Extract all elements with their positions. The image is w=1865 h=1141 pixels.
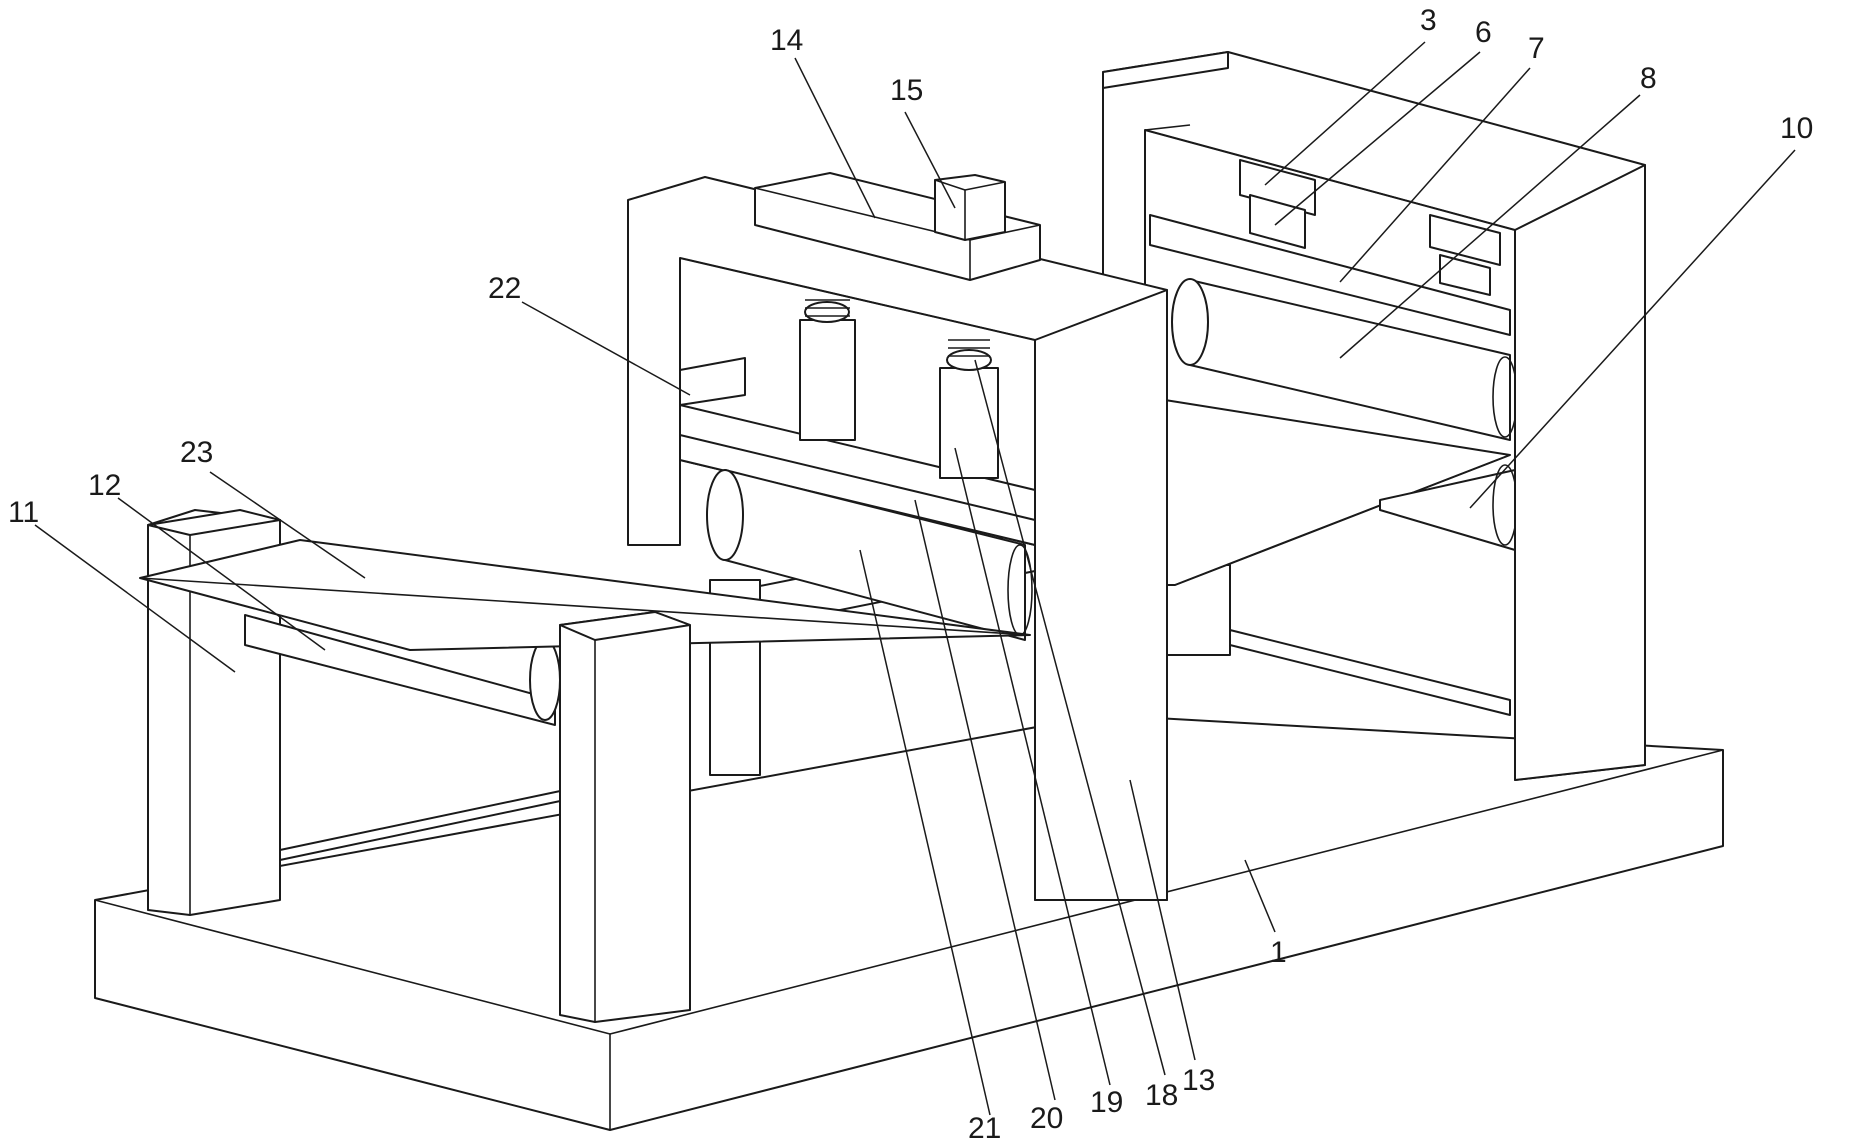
label-15: 15 [890,74,923,107]
label-19: 19 [1090,1086,1123,1119]
label-8: 8 [1640,62,1657,95]
leader-22 [521,301,691,396]
leader-12 [117,497,326,651]
part-labels: 1 3 6 7 8 10 11 12 13 14 15 18 19 20 21 … [8,4,1813,1141]
label-21: 21 [968,1112,1001,1141]
leader-1 [1244,859,1276,933]
middle-frame [627,172,1168,901]
leader-8 [1339,94,1641,359]
leader-3 [1264,41,1426,186]
left-stand [139,509,1031,1023]
label-12: 12 [88,469,121,502]
label-10: 10 [1780,112,1813,145]
leader-18 [974,359,1166,1076]
base-plate [94,714,1724,1131]
leader-lines [34,41,1796,1116]
leader-23 [209,471,366,579]
label-6: 6 [1475,16,1492,49]
leader-21 [859,549,991,1116]
leader-15 [904,111,956,209]
label-7: 7 [1528,32,1545,65]
leader-20 [914,499,1056,1101]
leader-11 [34,524,236,673]
right-frame [1102,51,1646,781]
label-20: 20 [1030,1102,1063,1135]
label-22: 22 [488,272,521,305]
label-14: 14 [770,24,803,57]
label-23: 23 [180,436,213,469]
leader-6 [1274,51,1481,226]
label-11: 11 [8,496,39,529]
label-18: 18 [1145,1079,1178,1112]
leader-14 [794,57,876,219]
leader-10 [1469,149,1796,509]
label-3: 3 [1420,4,1437,37]
leader-19 [954,447,1111,1086]
leader-7 [1339,67,1531,283]
label-1: 1 [1270,936,1287,969]
label-13: 13 [1182,1064,1215,1097]
leader-13 [1129,779,1196,1061]
